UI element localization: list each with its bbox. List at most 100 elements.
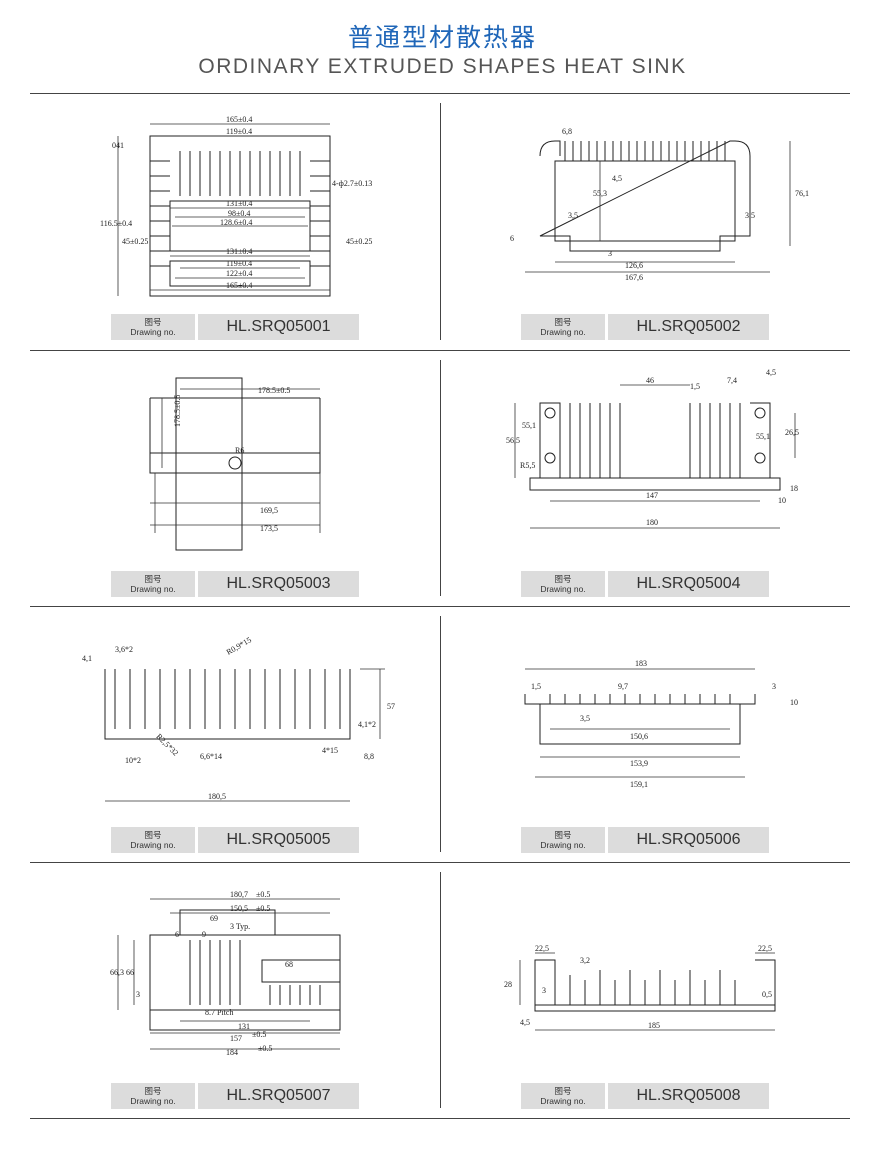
drawing-number-label: 图号 Drawing no. HL.SRQ05003 — [111, 571, 359, 597]
drawing-label-cn: 图号 — [144, 317, 162, 327]
heat-sink-drawing-1: 165±0.4 119±0.4 131±0.4 98±0.4 128.6±0.4… — [30, 96, 440, 352]
dim-text: 169,5 — [260, 506, 278, 515]
dim-text: 3 — [772, 682, 776, 691]
drawing-number-value: HL.SRQ05008 — [608, 1083, 769, 1109]
dim-text: 150,5 — [230, 904, 248, 913]
dim-text: 26,5 — [785, 428, 799, 437]
drawing-label-caption: 图号 Drawing no. — [111, 1083, 195, 1109]
dim-text: 45±0.25 — [122, 237, 148, 246]
dim-text: 3 Typ. — [230, 922, 250, 931]
dim-text: 4,1*2 — [358, 720, 376, 729]
dim-text: 3,2 — [580, 956, 590, 965]
dim-text: 10 — [778, 496, 786, 505]
drawing-label-en: Drawing no. — [130, 327, 176, 337]
dim-text: 4*15 — [322, 746, 338, 755]
dim-text: R6 — [235, 446, 244, 455]
dim-text: 119±0.4 — [226, 127, 252, 136]
dim-text: 1,5 — [690, 382, 700, 391]
heat-sink-drawing-2: 6,8 4,5 55,3 3,5 3,5 76,1 6 3 126,6 167,… — [440, 96, 850, 352]
dim-text: 22,5 — [535, 944, 549, 953]
drawing-cell-1: 165±0.4 119±0.4 131±0.4 98±0.4 128.6±0.4… — [30, 96, 440, 352]
dim-text: 6 — [510, 234, 514, 243]
drawing-label-cn: 图号 — [554, 1086, 572, 1096]
dim-text: 9,7 — [618, 682, 628, 691]
dim-text: 184 — [226, 1048, 238, 1057]
dim-text: 126,6 — [625, 261, 643, 270]
drawing-cell-8: 22,5 22,5 3,2 28 3 0,5 4,5 185 图号 Drawin… — [440, 865, 850, 1121]
heat-sink-drawing-6: 183 1,5 9,7 3 10 3,5 150,6 153,9 159,1 — [440, 609, 850, 865]
dim-text: ±0.5 — [256, 890, 270, 899]
drawing-label-en: Drawing no. — [130, 1096, 176, 1106]
drawing-number-value: HL.SRQ05006 — [608, 827, 769, 853]
dim-text: 9 — [202, 930, 206, 939]
dim-text: 8,8 — [364, 752, 374, 761]
divider-column-3 — [440, 616, 441, 852]
dim-text: 3,5 — [568, 211, 578, 220]
dim-text: ±0.5 — [256, 904, 270, 913]
dim-text: 28 — [504, 980, 512, 989]
drawing-label-en: Drawing no. — [130, 840, 176, 850]
dim-text: 45±0.25 — [346, 237, 372, 246]
divider-row-3 — [30, 862, 850, 863]
dim-text: 68 — [285, 960, 293, 969]
dim-text: 128.6±0.4 — [220, 218, 252, 227]
dim-text: 3 — [542, 986, 546, 995]
drawing-cell-7: 180,7 ±0.5 150,5 ±0.5 69 3 Typ. 6 9 68 6… — [30, 865, 440, 1121]
drawing-label-en: Drawing no. — [540, 584, 586, 594]
drawing-cell-3: 178.5±0.5 178.5±0.5 R6 169,5 173,5 图号 Dr… — [30, 353, 440, 609]
dim-text: 98±0.4 — [228, 209, 250, 218]
divider-column-4 — [440, 872, 441, 1108]
page-title-cn: 普通型材散热器 — [347, 23, 537, 52]
dim-text: 147 — [646, 491, 658, 500]
drawing-label-cn: 图号 — [554, 574, 572, 584]
drawing-number-value: HL.SRQ05002 — [608, 314, 769, 340]
dim-text: ±0.5 — [252, 1030, 266, 1039]
dim-text: 180 — [646, 518, 658, 527]
dim-text: 57 — [387, 702, 395, 711]
dim-text: 76,1 — [795, 189, 809, 198]
page-title-en: ORDINARY EXTRUDED SHAPES HEAT SINK — [198, 55, 687, 78]
dim-text: 173,5 — [260, 524, 278, 533]
drawing-number-label: 图号 Drawing no. HL.SRQ05001 — [111, 314, 359, 340]
dim-text: 157 — [230, 1034, 242, 1043]
dim-text: R2,5*32 — [154, 732, 180, 758]
drawing-label-en: Drawing no. — [540, 1096, 586, 1106]
dim-text: 4,5 — [520, 1018, 530, 1027]
dim-text: 66 — [126, 968, 134, 977]
drawing-number-value: HL.SRQ05001 — [198, 314, 359, 340]
divider-column-2 — [440, 360, 441, 596]
drawing-label-caption: 图号 Drawing no. — [111, 827, 195, 853]
dim-text: 66,3 — [110, 968, 124, 977]
dim-text: R5,5 — [520, 461, 535, 470]
drawing-cell-2: 6,8 4,5 55,3 3,5 3,5 76,1 6 3 126,6 167,… — [440, 96, 850, 352]
dim-text: 46 — [646, 376, 654, 385]
dim-text: ±0.5 — [258, 1044, 272, 1053]
dim-text: 22,5 — [758, 944, 772, 953]
dim-text: 150,6 — [630, 732, 648, 741]
dim-text: 3,5 — [580, 714, 590, 723]
dim-text: 041 — [112, 141, 124, 150]
dim-text: 165±0.4 — [226, 281, 252, 290]
dim-text: 18 — [790, 484, 798, 493]
drawing-number-label: 图号 Drawing no. HL.SRQ05006 — [521, 827, 769, 853]
dim-text: 131 — [238, 1022, 250, 1031]
dim-text: 122±0.4 — [226, 269, 252, 278]
dim-text: 3 — [136, 990, 140, 999]
dim-text: 7,4 — [727, 376, 737, 385]
heat-sink-drawing-5: 3,6*2 4,1 R0,9*15 57 4,1*2 R2,5*32 10*2 … — [30, 609, 440, 865]
drawing-label-caption: 图号 Drawing no. — [521, 827, 605, 853]
drawing-number-label: 图号 Drawing no. HL.SRQ05008 — [521, 1083, 769, 1109]
dim-text: 8.7 Pitch — [205, 1008, 233, 1017]
drawing-number-value: HL.SRQ05004 — [608, 571, 769, 597]
drawing-label-cn: 图号 — [144, 1086, 162, 1096]
dim-text: 6 — [175, 930, 179, 939]
heat-sink-drawing-4: 46 1,5 7,4 4,5 56,5 55,1 55,1 26,5 R5,5 … — [440, 353, 850, 609]
dim-text: 0,5 — [762, 990, 772, 999]
drawing-number-label: 图号 Drawing no. HL.SRQ05004 — [521, 571, 769, 597]
dim-text: 3 — [608, 249, 612, 258]
drawing-label-caption: 图号 Drawing no. — [521, 571, 605, 597]
dim-text: 1,5 — [531, 682, 541, 691]
dim-text: 3,5 — [745, 211, 755, 220]
heat-sink-drawing-3: 178.5±0.5 178.5±0.5 R6 169,5 173,5 — [30, 353, 440, 609]
dim-text: 4,1 — [82, 654, 92, 663]
